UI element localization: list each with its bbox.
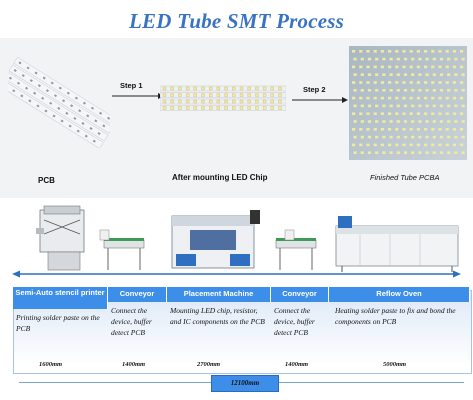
step-2-arrow-icon (292, 97, 348, 103)
pcb-image (8, 56, 110, 148)
finished-pcba-label: Finished Tube PCBA (370, 173, 440, 182)
station-3-dimension: 2700mm (197, 361, 221, 368)
station-column-4: Conveyor Connect the device, buffer dete… (271, 287, 329, 368)
pcb-label: PCB (38, 176, 55, 185)
station-column-2: Conveyor Connect the device, buffer dete… (108, 287, 167, 368)
station-table: Semi-Auto stencil printer Printing solde… (13, 287, 472, 395)
station-column-1: Semi-Auto stencil printer Printing solde… (13, 287, 108, 368)
total-length-badge: 12100mm (211, 375, 279, 392)
conveyor-2-image (275, 229, 317, 270)
page-title: LED Tube SMT Process (129, 9, 344, 33)
conveyor-1-image (99, 229, 145, 270)
after-mounting-label: After mounting LED Chip (172, 173, 268, 182)
station-5-desc: Heating solder paste to fix and bond the… (335, 306, 456, 326)
station-2-desc: Connect the device, buffer detect PCB (111, 306, 152, 337)
station-3-name: Placement Machine (167, 287, 271, 302)
station-2-name: Conveyor (108, 287, 167, 302)
stencil-printer-image (36, 205, 85, 271)
station-3-desc: Mounting LED chip, resistor, and IC comp… (170, 306, 265, 326)
station-column-3: Placement Machine Mounting LED chip, res… (167, 287, 271, 368)
placement-machine-image (171, 210, 260, 269)
station-5-dimension: 5000mm (383, 361, 407, 368)
step-2-label: Step 2 (303, 85, 326, 94)
mounted-led-strips-image (160, 85, 286, 111)
reflow-oven-image (335, 216, 459, 272)
station-1-desc: Printing solder paste on the PCB (16, 313, 100, 333)
station-5-name: Reflow Oven (329, 287, 470, 302)
step-1-arrow-icon (112, 93, 164, 99)
station-1-dimension: 1600mm (39, 361, 63, 368)
finished-pcba-image (349, 46, 467, 160)
station-4-dimension: 1400mm (285, 361, 309, 368)
station-1-name: Semi-Auto stencil printer (13, 287, 108, 309)
step-1-label: Step 1 (120, 81, 143, 90)
machines-illustration (12, 205, 461, 278)
station-4-desc: Connect the device, buffer detect PCB (274, 306, 315, 337)
station-column-5: Reflow Oven Heating solder paste to fix … (329, 287, 470, 368)
station-4-name: Conveyor (271, 287, 329, 302)
station-2-dimension: 1400mm (122, 361, 146, 368)
